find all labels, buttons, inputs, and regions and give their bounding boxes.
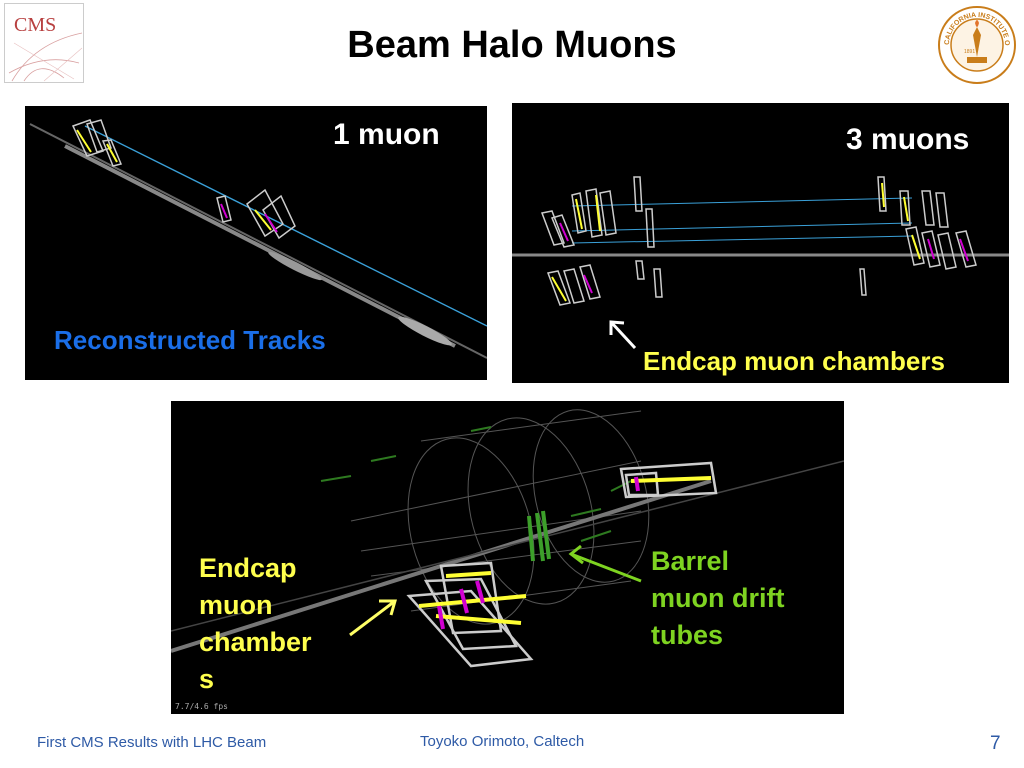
cms-logo-text: CMS: [14, 14, 56, 36]
event-display-3-muons: 3 muons Endcap muon chambers: [512, 103, 1009, 383]
slide-title: Beam Halo Muons: [347, 24, 677, 66]
endcap-caption-line-2: muon: [199, 590, 273, 620]
muons-count-label: 3 muons: [846, 123, 970, 156]
event-display-1-muon: 1 muon Reconstructed Tracks: [25, 106, 487, 380]
muon-count-label: 1 muon: [333, 118, 440, 151]
caltech-seal: CALIFORNIA INSTITUTE OF TECHNOLOGY 1891: [934, 0, 1017, 85]
barrel-caption-line-2: muon drift: [651, 583, 785, 613]
endcap-arrow-bottom: [349, 599, 396, 637]
caltech-seal-year: 1891: [964, 49, 975, 55]
event-display-3d: 7.7/4.6 fps: [171, 401, 844, 714]
barrel-caption: Barrel muon drift tubes: [651, 543, 784, 654]
barrel-caption-line-1: Barrel: [651, 546, 730, 576]
footer-center: Toyoko Orimoto, Caltech: [420, 733, 585, 750]
endcap-muon-chambers-caption: Endcap muon chambers: [643, 346, 945, 376]
endcap-caption-bottom: Endcap muon chamber s: [199, 550, 312, 698]
reconstructed-tracks-caption: Reconstructed Tracks: [54, 325, 326, 355]
reconstructed-track: [84, 125, 487, 327]
barrel-caption-line-3: tubes: [651, 620, 724, 650]
page-number: 7: [990, 733, 1001, 754]
endcap-arrow: [609, 320, 637, 350]
barrel-arrow: [570, 552, 642, 583]
endcap-caption-line-1: Endcap: [199, 553, 297, 583]
footer-left: First CMS Results with LHC Beam: [37, 734, 267, 751]
endcap-caption-line-3: chamber: [199, 627, 312, 657]
fps-readout: 7.7/4.6 fps: [175, 702, 228, 711]
cms-logo: CMS: [4, 3, 84, 83]
endcap-caption-line-4: s: [199, 664, 215, 694]
